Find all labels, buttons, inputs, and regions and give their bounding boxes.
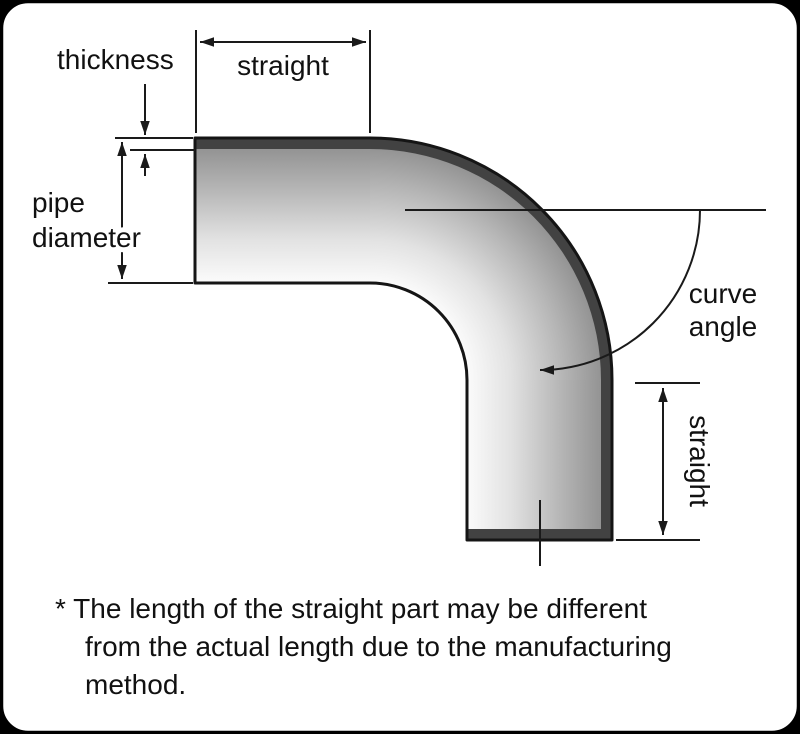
- footnote-line: method.: [85, 669, 186, 700]
- pipe-horizontal-straight: [195, 138, 370, 283]
- footnote: * The length of the straight part may be…: [55, 593, 672, 700]
- pipe-diameter-label-line2: diameter: [32, 222, 141, 253]
- straight-top-label: straight: [237, 50, 329, 81]
- footnote-line: from the actual length due to the manufa…: [85, 631, 672, 662]
- pipe-outline: [193, 136, 614, 542]
- straight-right-dimension: straight: [616, 382, 715, 541]
- pipe-bend: [370, 138, 612, 380]
- straight-top-dimension: straight: [195, 30, 371, 133]
- footnote-line: * The length of the straight part may be…: [55, 593, 647, 624]
- curve-angle-arc: [539, 209, 701, 375]
- thickness-label: thickness: [57, 44, 174, 75]
- curve-angle-label-line2: angle: [689, 311, 758, 342]
- curve-angle-label-line1: curve: [689, 278, 757, 309]
- pipe-diameter-label-line1: pipe: [32, 187, 85, 218]
- curve-angle-annotation: curve angle: [689, 278, 758, 342]
- pipe-elbow: [193, 136, 614, 542]
- thickness-dimension: thickness: [57, 44, 195, 176]
- straight-right-label: straight: [684, 415, 715, 507]
- pipe-diameter-dimension: pipe diameter: [27, 142, 193, 284]
